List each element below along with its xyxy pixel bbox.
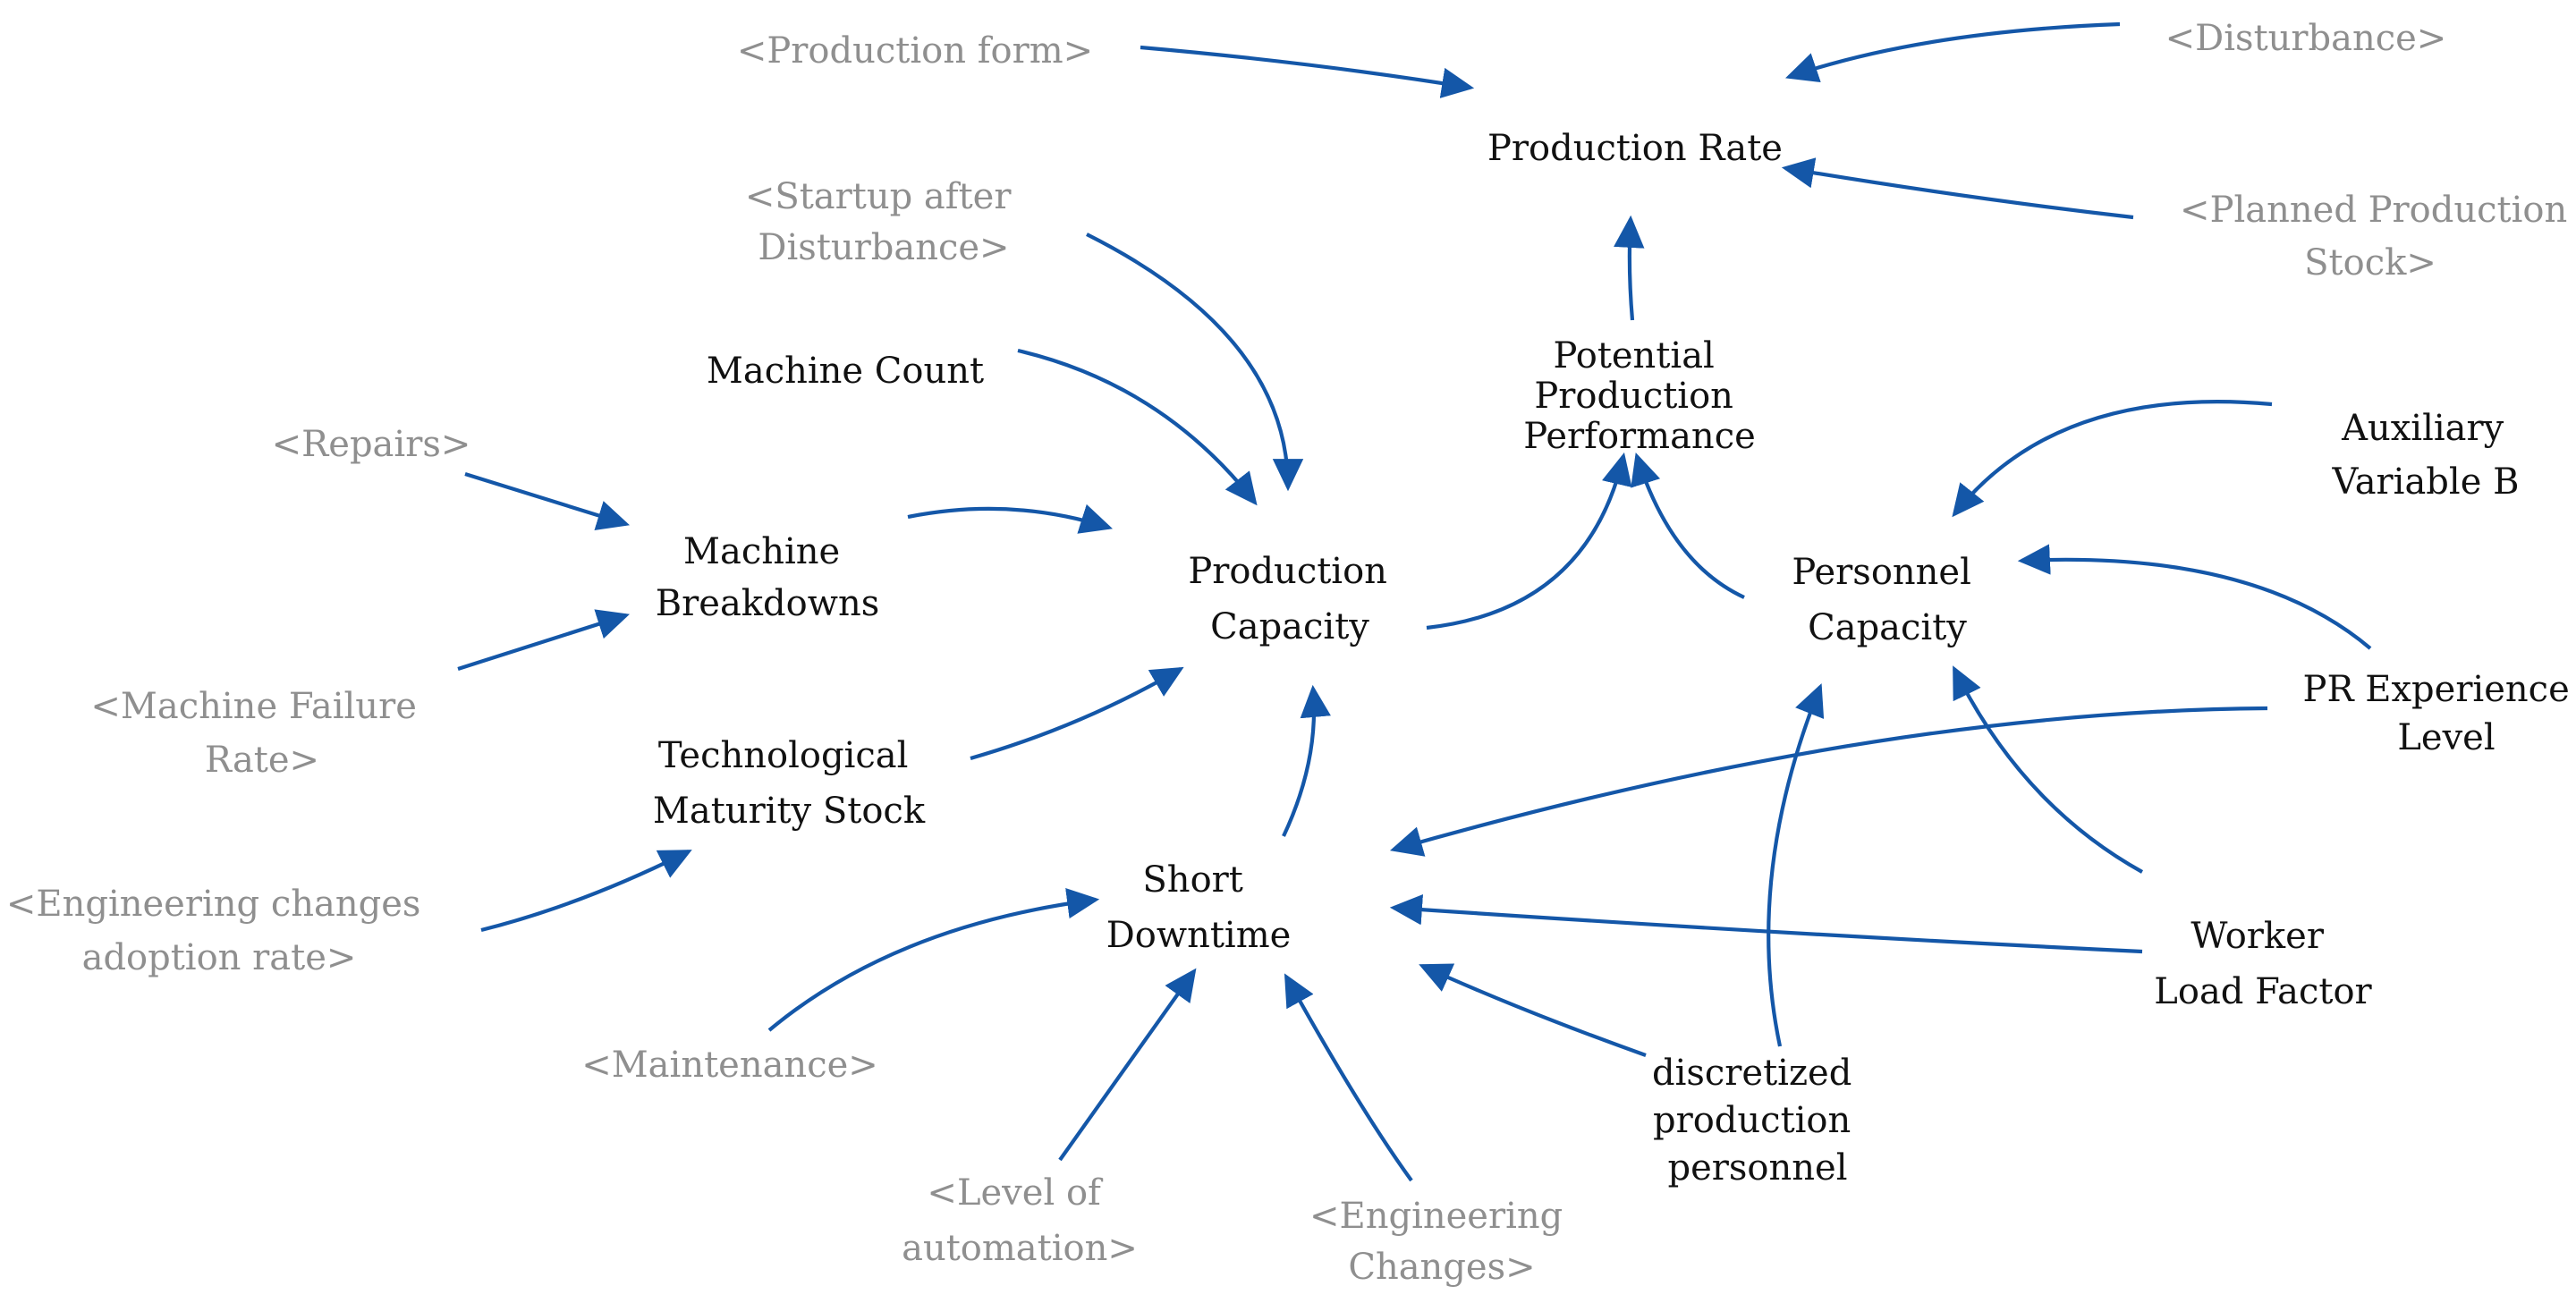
node-production-capacity: Production Capacity [1188,551,1398,647]
node-personnel-capacity: Personnel Capacity [1792,552,1982,648]
node-pr-experience-level: PR Experience Level [2303,669,2576,758]
link-startup-to-production-capacity [1086,233,1304,492]
links [457,21,2372,1182]
node-auxiliary-variable-b: Auxiliary Variable B [2331,408,2519,503]
link-repairs-to-machine-breakdowns [464,471,631,530]
node-potential-production-performance: Potential Production Performance [1523,335,1756,457]
node-repairs: <Repairs> [272,424,471,465]
link-discretized-to-short-downtime [1419,963,1647,1057]
link-potential-performance-to-production-rate [1614,215,1645,321]
node-engineering-changes: <Engineering Changes> [1309,1196,1574,1288]
node-engineering-changes-adoption-rate: <Engineering changes adoption rate> [6,884,432,978]
link-worker-load-to-personnel-capacity [1953,665,2144,874]
link-worker-load-to-short-downtime [1389,893,2143,954]
link-automation-to-short-downtime [1058,968,1197,1162]
link-production-capacity-to-potential-performance [1426,452,1632,630]
node-disturbance: <Disturbance> [2165,18,2447,59]
link-personnel-capacity-to-potential-performance [1631,452,1745,599]
link-machine-breakdowns-to-production-capacity [907,503,1114,534]
link-tech-maturity-to-production-capacity [970,666,1184,761]
node-planned-production-stock: <Planned Production Stock> [2180,190,2576,283]
node-production-form: <Production form> [737,30,1093,72]
link-discretized-to-personnel-capacity [1767,683,1825,1047]
link-failure-rate-to-machine-breakdowns [457,609,631,672]
node-maintenance: <Maintenance> [581,1045,878,1086]
node-worker-load-factor: Worker Load Factor [2154,916,2372,1012]
node-technological-maturity-stock: Technological Maturity Stock [653,735,926,832]
link-pr-experience-to-personnel-capacity [2017,544,2372,650]
node-level-of-automation: <Level of automation> [902,1172,1138,1269]
link-maintenance-to-short-downtime [767,888,1100,1032]
node-startup-after-disturbance: <Startup after Disturbance> [745,176,1022,268]
node-machine-failure-rate: <Machine Failure Rate> [90,686,428,781]
link-machine-count-to-production-capacity [1017,348,1258,506]
link-auxiliary-b-to-personnel-capacity [1952,400,2273,518]
link-engineering-changes-to-short-downtime [1284,973,1413,1182]
node-short-downtime: Short Downtime [1106,859,1292,956]
link-eng-adoption-to-tech-maturity [480,850,692,933]
link-pr-experience-to-short-downtime [1389,706,2268,857]
link-planned-production-stock-to-production-rate [1781,157,2134,220]
nodes: <Production form> <Disturbance> Producti… [6,18,2576,1288]
node-machine-count: Machine Count [707,351,984,392]
node-machine-breakdowns: Machine Breakdowns [656,531,880,624]
link-production-form-to-production-rate [1140,45,1475,98]
link-disturbance-to-production-rate [1785,21,2121,83]
node-production-rate: Production Rate [1487,128,1783,169]
node-discretized-production-personnel: discretized production personnel [1652,1053,1863,1189]
link-short-downtime-to-production-capacity [1282,684,1331,837]
